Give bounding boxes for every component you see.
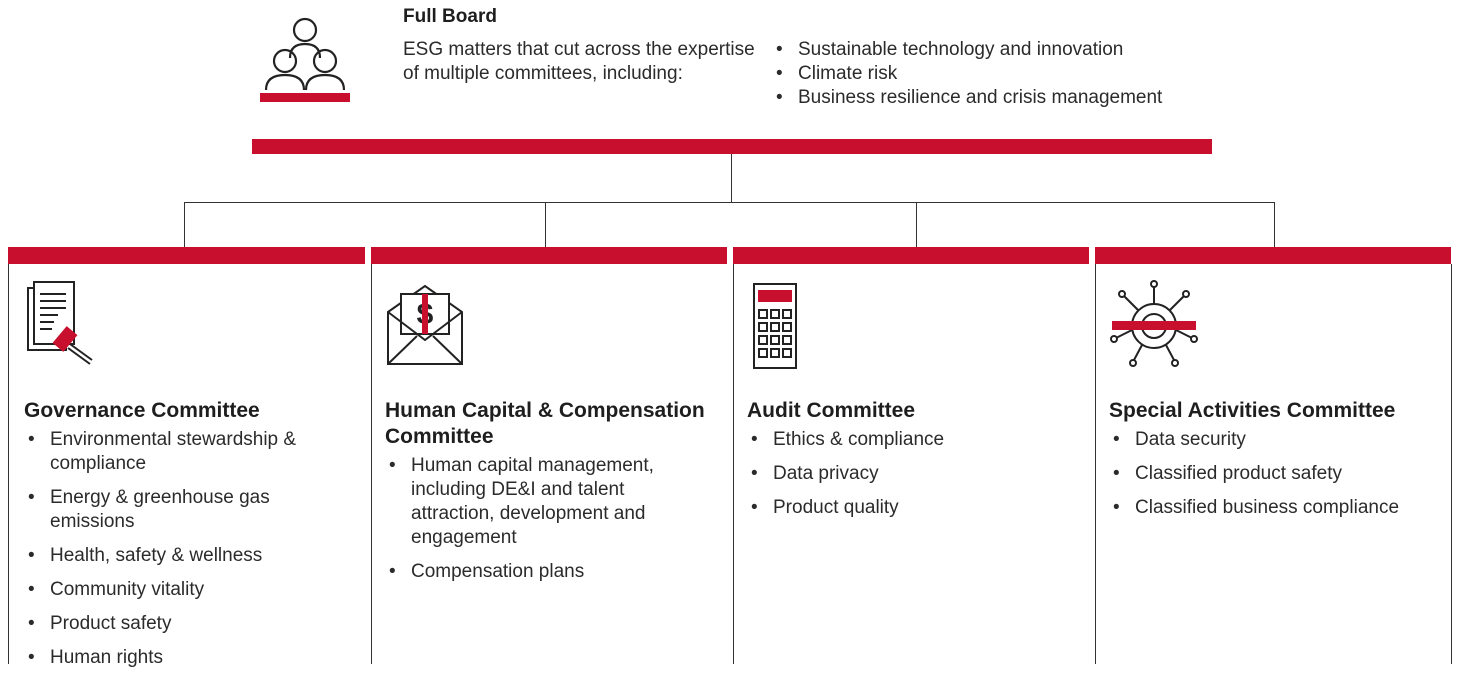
committee-bar [1095,247,1451,264]
committee-item: Human rights [24,646,359,670]
committee-item-list: Ethics & compliance Data privacy Product… [747,428,1082,520]
committee-item: Energy & greenhouse gas emissions [24,486,340,534]
people-icon [260,17,350,102]
connector-line [545,202,546,247]
committee-item: Product safety [24,612,359,636]
committee-item: Data privacy [747,462,1082,486]
committee-title: Human Capital & Compensation Committee [385,399,705,448]
committee-item: Compensation plans [385,560,720,584]
committee-item-list: Environmental stewardship & compliance E… [24,428,359,670]
committee-special-activities: Special Activities Committee Data securi… [1109,398,1454,530]
board-item: Sustainable technology and innovation [772,38,1162,62]
connector-line [731,154,732,202]
column-divider [371,264,372,664]
calculator-icon [753,283,797,369]
board-item: Business resilience and crisis managemen… [772,86,1162,110]
column-divider [1095,264,1096,664]
committee-item: Health, safety & wellness [24,544,359,568]
network-shield-icon [1110,280,1198,367]
board-item: Climate risk [772,62,1162,86]
committee-item: Environmental stewardship & compliance [24,428,340,476]
committee-item-list: Human capital management, including DE&I… [385,454,720,584]
board-bar [252,139,1212,154]
envelope-dollar-icon: $ [387,284,463,365]
board-description: ESG matters that cut across the expertis… [403,39,755,84]
document-gavel-icon [27,281,93,365]
committee-item: Data security [1109,428,1454,452]
committee-audit: Audit Committee Ethics & compliance Data… [747,398,1082,530]
committee-bar [371,247,727,264]
column-divider [733,264,734,664]
committee-title: Special Activities Committee [1109,399,1396,422]
committee-item: Ethics & compliance [747,428,1082,452]
committee-item: Classified business compliance [1109,496,1454,520]
committee-bar [733,247,1089,264]
connector-line [1274,202,1275,247]
committee-item-list: Data security Classified product safety … [1109,428,1454,520]
column-divider [8,264,9,664]
committee-item: Classified product safety [1109,462,1454,486]
committee-human-capital: Human Capital & Compensation Committee H… [385,398,720,594]
committee-title: Governance Committee [24,399,260,422]
committee-bar [8,247,365,264]
committee-item: Product quality [747,496,1082,520]
committee-item: Human capital management, including DE&I… [385,454,711,550]
board-title: Full Board [403,6,497,27]
committee-item: Community vitality [24,578,359,602]
connector-line [184,202,185,247]
connector-line [184,202,1275,203]
committee-title: Audit Committee [747,399,915,422]
connector-line [916,202,917,247]
board-item-list: Sustainable technology and innovation Cl… [772,38,1162,110]
committee-governance: Governance Committee Environmental stewa… [24,398,359,680]
